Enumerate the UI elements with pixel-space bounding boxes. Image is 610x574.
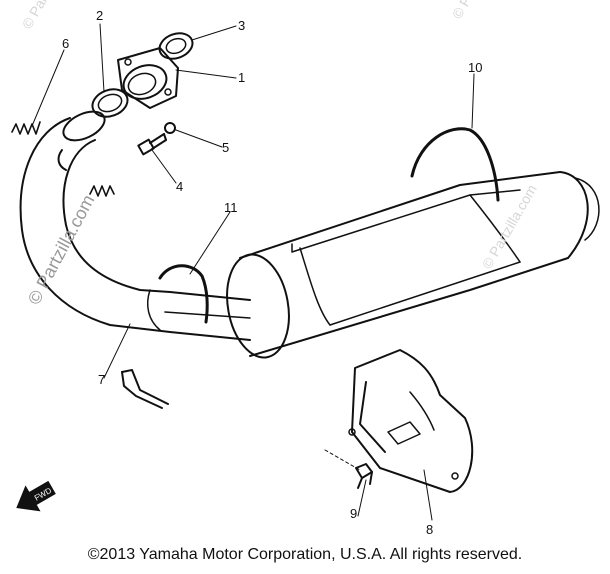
callout-3: 3 <box>238 18 245 33</box>
clamp-wire <box>410 127 500 202</box>
forward-arrow-icon: FWD <box>16 480 56 512</box>
pipe-bracket <box>121 369 169 409</box>
watermark-top-left: © Partzilla.com <box>19 0 80 32</box>
clamp-wire-small <box>158 264 209 324</box>
callout-numbers: 1 2 3 4 5 6 7 8 9 10 11 <box>62 8 482 537</box>
exhaust-pipe <box>19 110 251 341</box>
watermark-right: © Partzilla.com <box>479 182 540 272</box>
muffler <box>226 171 600 359</box>
washer <box>164 122 176 134</box>
watermark-top-right: © Partzilla.com <box>449 0 510 22</box>
spring <box>11 121 115 197</box>
muffler-bracket <box>348 349 474 493</box>
callout-6: 6 <box>62 36 69 51</box>
callout-1: 1 <box>238 70 245 85</box>
callout-8: 8 <box>426 522 433 537</box>
mount-bolt <box>355 463 373 489</box>
callout-9: 9 <box>350 506 357 521</box>
callout-2: 2 <box>96 8 103 23</box>
gasket-ring <box>158 32 194 60</box>
bolt <box>137 133 167 156</box>
callout-7: 7 <box>98 372 105 387</box>
gasket <box>91 88 129 118</box>
leader-lines <box>31 23 475 521</box>
callout-10: 10 <box>468 60 482 75</box>
callout-5: 5 <box>222 140 229 155</box>
pipe-flange <box>117 47 179 109</box>
copyright-notice: ©2013 Yamaha Motor Corporation, U.S.A. A… <box>87 546 523 563</box>
watermark-main: © Partzilla.com <box>24 191 99 307</box>
callout-4: 4 <box>176 179 183 194</box>
callout-11: 11 <box>224 200 238 215</box>
